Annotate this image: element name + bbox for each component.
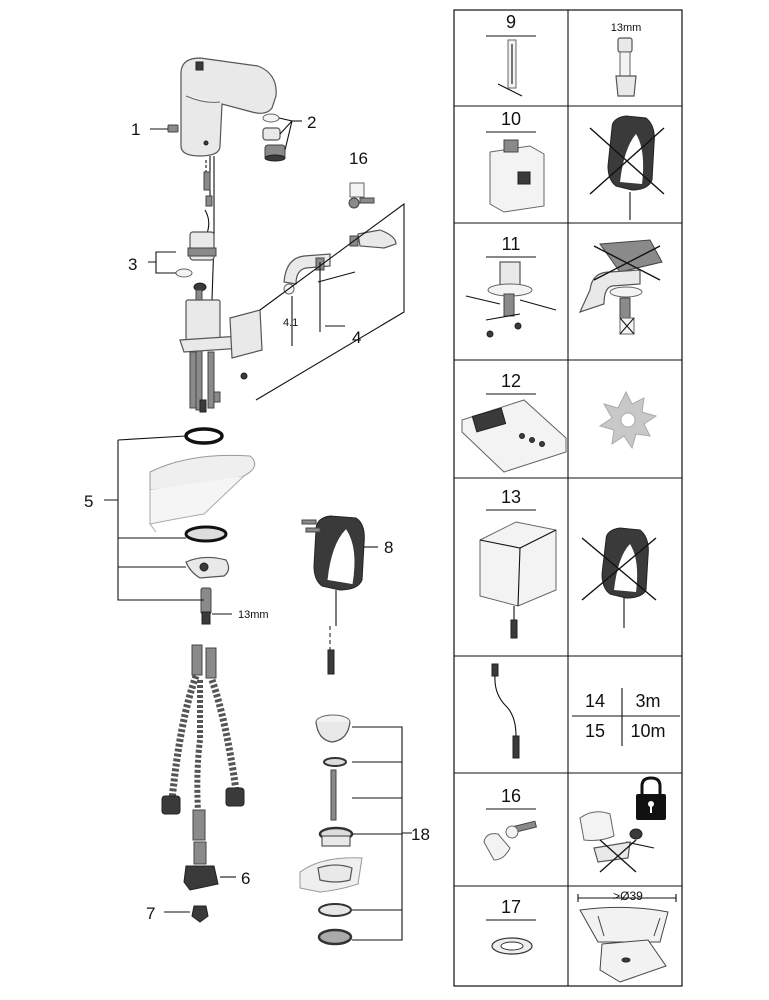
adapter-crossed-out bbox=[589, 115, 665, 220]
callout-3: 3 bbox=[128, 255, 137, 274]
cable-14-length: 3m bbox=[635, 691, 660, 711]
panel-item-11: 11 bbox=[502, 234, 521, 254]
crossed-out-icon bbox=[589, 127, 665, 195]
mounting-kit bbox=[465, 261, 557, 338]
seal-ring bbox=[491, 937, 533, 955]
mounting-assembly bbox=[179, 289, 245, 413]
cable-15-length: 10m bbox=[630, 721, 665, 741]
callout-2: 2 bbox=[307, 113, 316, 132]
callout-7: 7 bbox=[146, 904, 155, 923]
panel-item-17: 17 bbox=[501, 897, 521, 917]
remote-control bbox=[461, 399, 567, 473]
drain-assembly-part-18 bbox=[299, 714, 363, 946]
connector-nut-part-6 bbox=[183, 841, 219, 891]
basin-cross-section bbox=[149, 454, 256, 533]
faucet-spout bbox=[180, 57, 277, 157]
callout-1: 1 bbox=[131, 120, 140, 139]
aerator-part-2 bbox=[262, 113, 286, 162]
mounting-part-3 bbox=[175, 231, 217, 292]
callout-5: 5 bbox=[84, 492, 93, 511]
cable-14-number: 14 bbox=[585, 691, 605, 711]
callout-8: 8 bbox=[384, 538, 393, 557]
filter-part-7 bbox=[191, 905, 209, 923]
panel-item-16: 16 bbox=[501, 786, 521, 806]
callout-16: 16 bbox=[349, 149, 368, 168]
lock-screw-kit bbox=[483, 820, 537, 861]
wrench-size-label: 13mm bbox=[238, 609, 269, 621]
battery-pack bbox=[489, 139, 545, 213]
panel-item-12: 12 bbox=[501, 371, 521, 391]
counter-plate bbox=[184, 525, 228, 543]
callout-18: 18 bbox=[411, 825, 430, 844]
screw-part-16 bbox=[348, 182, 375, 209]
callout-4-1: 4.1 bbox=[283, 317, 298, 329]
panel-tool-size: 13mm bbox=[611, 22, 642, 34]
gasket-o-ring bbox=[184, 427, 224, 445]
power-adapter-part-8 bbox=[301, 515, 365, 675]
socket-key-tool bbox=[615, 37, 637, 97]
cable-15-number: 15 bbox=[585, 721, 605, 741]
mixing-valve-part-4-1 bbox=[283, 253, 331, 295]
flex-hoses bbox=[161, 644, 245, 841]
callout-6: 6 bbox=[241, 869, 250, 888]
adapter-crossed-out-2 bbox=[581, 527, 657, 628]
lock-install-diagram bbox=[579, 811, 655, 873]
cable-length-table bbox=[572, 688, 680, 746]
gear-icon bbox=[598, 390, 658, 450]
panel-item-10: 10 bbox=[501, 109, 521, 129]
basin-hole-diagram bbox=[577, 894, 677, 983]
wrench-tool bbox=[497, 39, 523, 97]
callout-4: 4 bbox=[352, 328, 361, 347]
set-screw-part-1 bbox=[167, 124, 179, 133]
panel-item-13: 13 bbox=[501, 487, 521, 507]
hole-diameter-label: >Ø39 bbox=[613, 889, 643, 903]
spout-mounting-crossed bbox=[578, 239, 663, 335]
control-box bbox=[479, 521, 557, 639]
fixing-nut-13mm bbox=[200, 587, 212, 625]
panel-item-9: 9 bbox=[506, 12, 516, 32]
clamping-plate bbox=[185, 556, 230, 579]
extension-cable bbox=[491, 663, 520, 759]
temperature-bracket bbox=[229, 309, 263, 380]
padlock-icon bbox=[636, 776, 666, 820]
